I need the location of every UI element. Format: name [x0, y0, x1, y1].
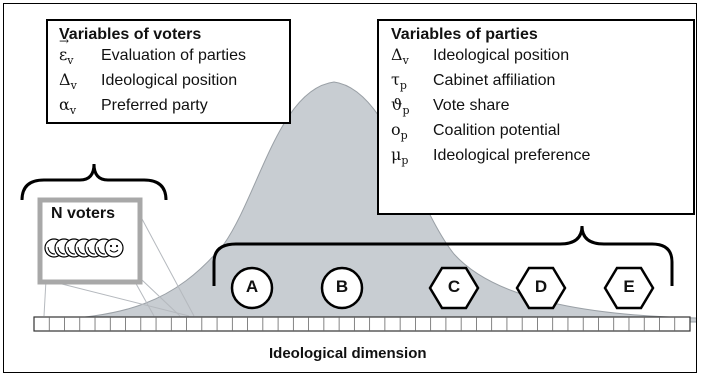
voter-variable-label: Preferred party — [101, 97, 208, 114]
party-variable-symbol: τp — [391, 70, 407, 93]
party-variable-row: op Coalition potential — [391, 120, 693, 145]
party-variable-row: ϑp Vote share — [391, 95, 693, 120]
voter-variable-row: Δv Ideological position — [59, 70, 289, 95]
party-variable-row: τp Cabinet affiliation — [391, 70, 693, 95]
party-label: B — [335, 277, 349, 296]
voter-variable-symbol: Δv — [59, 70, 77, 93]
voter-variable-symbol: αv — [59, 95, 77, 118]
voter-distribution-curve — [33, 81, 696, 323]
parties-variable-list: Δv Ideological position τp Cabinet affiliat… — [391, 45, 693, 170]
party-variable-symbol: μp — [391, 145, 409, 168]
voters-box-title: Variables of voters — [59, 26, 202, 43]
party-variable-label: Vote share — [433, 97, 510, 114]
party-variable-label: Cabinet affiliation — [433, 72, 556, 89]
parties-variables-box: Variables of parties Δv Ideological posit… — [377, 19, 695, 215]
voter-funnel-lines — [43, 203, 195, 317]
party-variable-row: μp Ideological preference — [391, 145, 693, 170]
voter-variable-label: Ideological position — [101, 72, 238, 89]
axis-bar — [33, 316, 691, 332]
party-variable-symbol: ϑp — [391, 95, 410, 118]
party-label: E — [623, 277, 635, 296]
voters-brace — [20, 163, 168, 201]
parties-box-title: Variables of parties — [391, 26, 538, 43]
voter-variable-symbol: εv — [59, 34, 101, 67]
party-label: D — [534, 277, 548, 296]
party-variable-label: Coalition potential — [433, 122, 561, 139]
party-d-hexagon — [515, 266, 567, 310]
ideological-axis — [33, 316, 691, 332]
axis-label: Ideological dimension — [269, 345, 427, 362]
party-c-hexagon — [428, 266, 480, 310]
party-b-circle — [320, 266, 364, 310]
party-shapes — [230, 266, 655, 310]
party-variable-symbol: Δv — [391, 45, 409, 68]
party-e-hexagon — [603, 266, 655, 310]
voter-variable-row: αv Preferred party — [59, 95, 289, 120]
parties-brace — [212, 225, 674, 286]
party-label: C — [447, 277, 461, 296]
voter-smiley-icon — [104, 238, 124, 258]
party-variable-label: Ideological position — [433, 47, 570, 64]
voters-group-label: N voters — [51, 205, 116, 222]
party-variable-label: Ideological preference — [433, 147, 591, 164]
party-variable-row: Δv Ideological position — [391, 45, 693, 70]
party-a-circle — [230, 266, 274, 310]
party-label: A — [245, 277, 259, 296]
voter-variable-label: Evaluation of parties — [101, 47, 246, 64]
diagram-canvas — [20, 81, 696, 332]
party-variable-symbol: op — [391, 120, 408, 143]
voter-smileys — [44, 238, 124, 258]
